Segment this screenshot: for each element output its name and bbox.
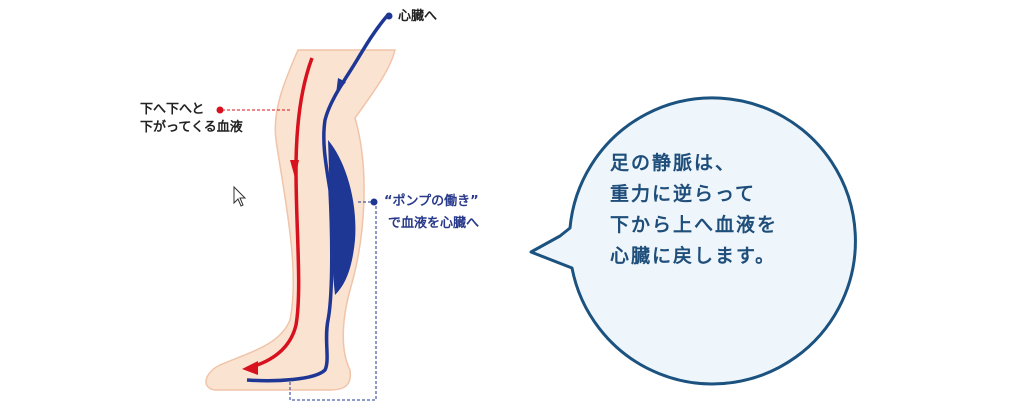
pump-label-line1: “ポンプの働き”: [384, 194, 479, 209]
descending-label-line1: 下へ下へと: [140, 102, 205, 117]
calf-vein-pump: [328, 140, 356, 295]
leg-illustration: [205, 49, 396, 391]
bubble-line: 足の静脈は、: [610, 152, 737, 174]
pump-label-line2: で血液を心臓へ: [388, 216, 480, 231]
heart-dot: [385, 12, 393, 20]
bubble-text: 足の静脈は、 重力に逆らって 下から上へ血液を 心臓に戻します。: [610, 148, 778, 272]
mouse-cursor-icon: [233, 185, 247, 207]
left-arrow-icon: [242, 361, 258, 375]
bubble-line: 心臓に戻します。: [610, 245, 777, 267]
descending-label-dot: [216, 106, 224, 114]
to-heart-label: 心臓へ: [398, 9, 438, 24]
bubble-line: 下から上へ血液を: [610, 214, 779, 236]
up-arrow-icon: [336, 78, 346, 94]
down-arrow-icon: [290, 160, 299, 178]
speech-bubble: [529, 96, 857, 386]
pump-label-dot: [370, 198, 378, 206]
bubble-line: 重力に逆らって: [610, 183, 757, 205]
descending-blood-line: [247, 57, 314, 370]
descending-label-line2: 下がってくる血液: [140, 120, 243, 135]
